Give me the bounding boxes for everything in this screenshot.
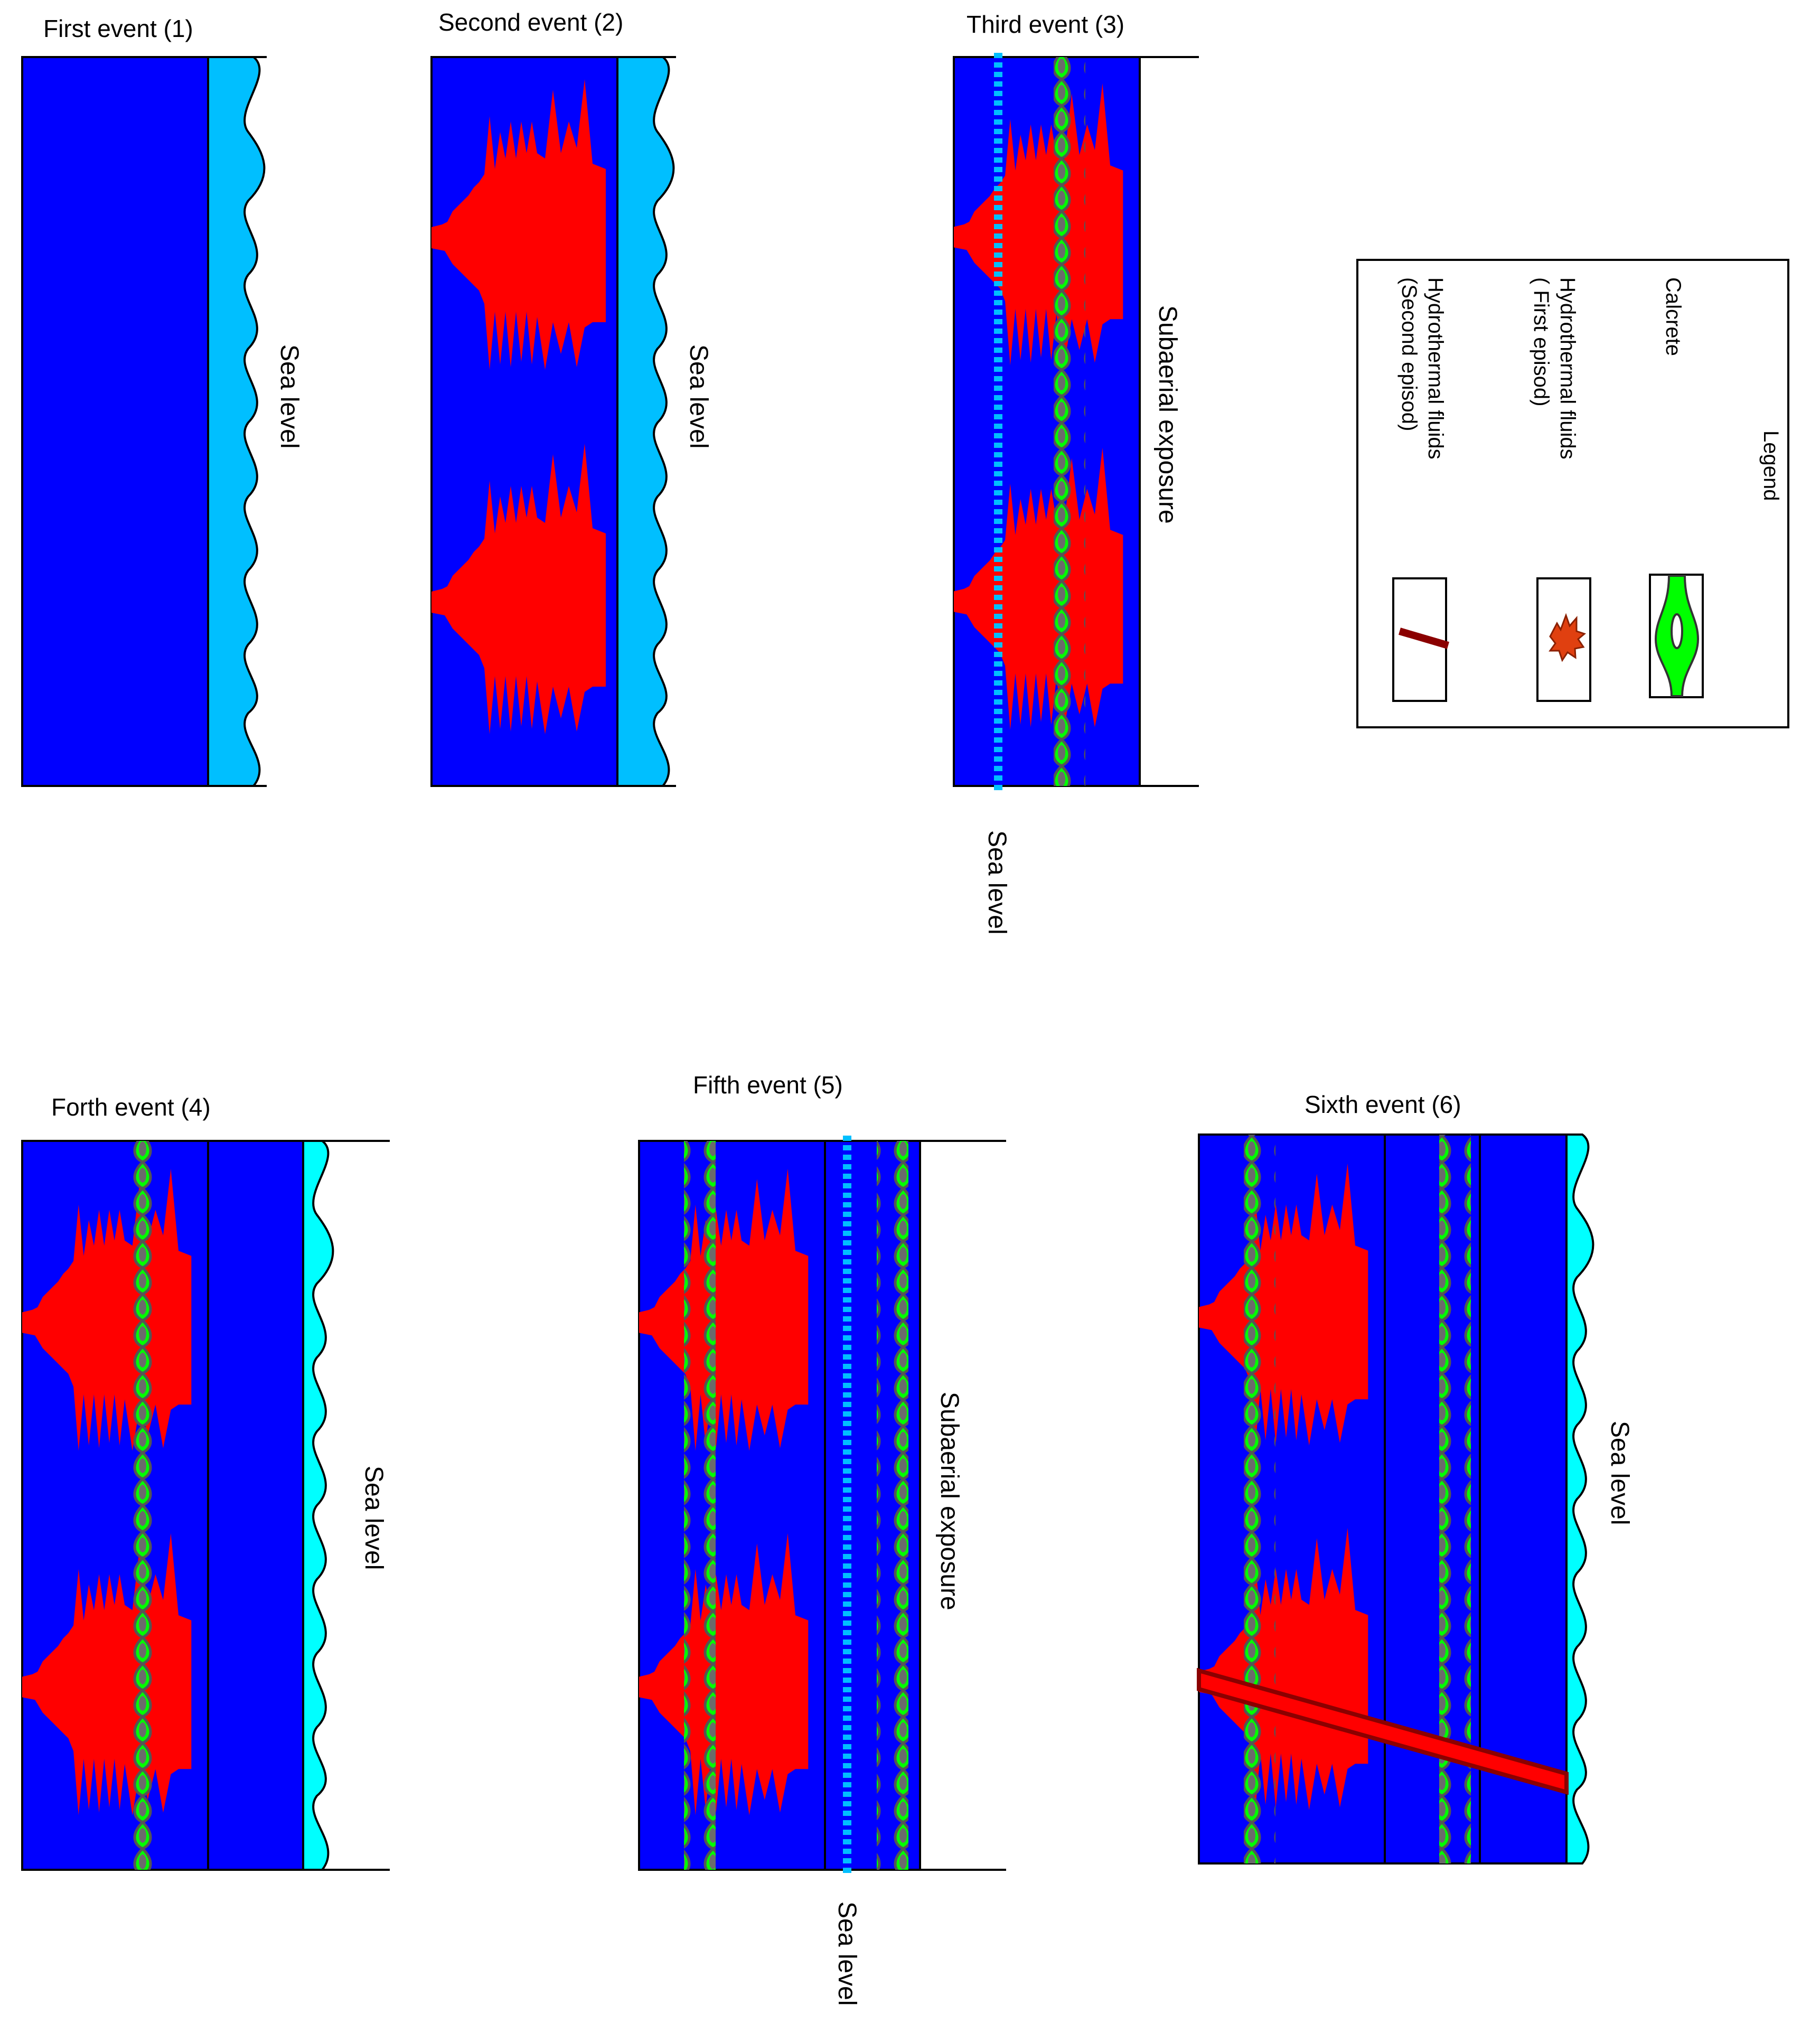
legend-label-second-fluid-line2: (Second episod) [1397, 277, 1421, 431]
sea-level-label: Sea level [1606, 1421, 1634, 1525]
second-fluid-dike [1197, 1667, 1569, 1795]
panel-title: Sixth event (6) [1305, 1091, 1461, 1118]
calcrete-column [1054, 57, 1085, 786]
legend-label-second-fluid-line1: Hydrothermal fluids [1424, 277, 1447, 460]
panel-event-2: Second event (2) Sea level [430, 8, 712, 787]
legend-label-calcrete: Calcrete [1662, 277, 1685, 356]
panel-event-6: Sixth event (6) Sea level [1197, 1091, 1634, 1865]
calcrete-column [123, 1141, 155, 1870]
subaerial-exposure-label: Subaerial exposure [1153, 305, 1181, 524]
calcrete-column [877, 1141, 908, 1870]
panel-event-3: Third event (3) Subaerial exposure Sea l… [953, 11, 1199, 934]
sea-level-label: Sea level [983, 830, 1011, 934]
legend-title: Legend [1759, 430, 1783, 501]
panel-title: First event (1) [43, 15, 193, 42]
sea-water [1565, 1133, 1594, 1865]
spiky-fluid-icon [1536, 577, 1591, 702]
host-rock [21, 56, 209, 787]
sea-level-label: Sea level [360, 1466, 388, 1570]
calcrete-nodule-icon [1649, 574, 1704, 698]
panel-event-5: Fifth event (5) Subaerial exposure Sea l… [638, 1071, 1006, 2006]
host-rock-younger-layer [207, 1140, 304, 1871]
panel-event-4: Forth event (4) Sea level [21, 1093, 390, 1871]
panel-event-1: First event (1) Sea level [21, 15, 303, 787]
panel-title: Second event (2) [438, 8, 623, 36]
calcrete-column [684, 1141, 716, 1870]
sea-water [302, 1140, 334, 1871]
legend-label-first-fluid-line2: ( First episod) [1530, 277, 1553, 407]
calcrete-column [1244, 1135, 1275, 1863]
sea-water [207, 56, 266, 787]
sea-water [616, 56, 675, 787]
sea-level-label: Sea level [684, 344, 712, 448]
legend-label-first-fluid-line1: Hydrothermal fluids [1556, 277, 1579, 460]
panel-title: Forth event (4) [51, 1093, 211, 1121]
panel-title: Third event (3) [967, 11, 1124, 38]
host-rock-youngest-layer [1479, 1133, 1568, 1865]
panel-title: Fifth event (5) [693, 1071, 843, 1099]
subaerial-exposure-label: Subaerial exposure [935, 1392, 963, 1610]
sea-level-label: Sea level [833, 1901, 861, 2006]
legend: Legend Calcrete Hydrothermal fluids ( Fi… [1356, 259, 1789, 728]
dike-stripe-icon [1392, 577, 1449, 702]
sea-level-label: Sea level [275, 344, 303, 448]
